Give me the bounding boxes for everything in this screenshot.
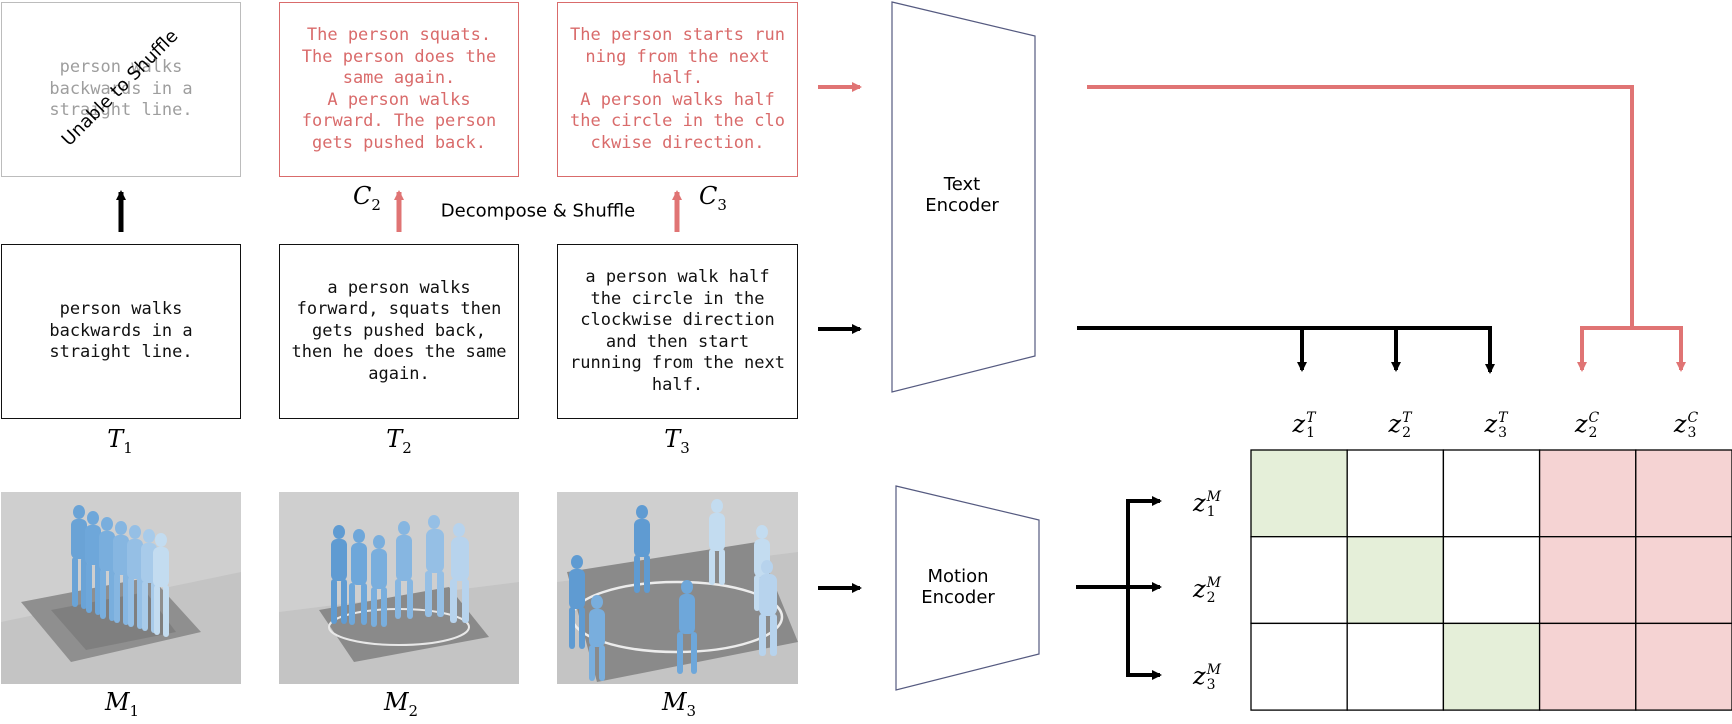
matrix-cell-z2M-z3T — [1442, 536, 1541, 625]
text-box-2-content: a person walks forward, squats then gets… — [291, 277, 507, 384]
matrix-cell-z3M-z2T — [1346, 622, 1445, 711]
shuffled-caption-text-2: The person squats. The person does the s… — [301, 25, 497, 153]
m3-label: M3 — [661, 688, 697, 720]
shuffled-caption-box-2: The person squats. The person does the s… — [279, 2, 519, 177]
matrix-cell-z1M-z3C — [1635, 449, 1732, 538]
text-box-2: a person walks forward, squats then gets… — [279, 244, 519, 419]
t2-label: T2 — [386, 425, 412, 457]
matrix-cell-z3M-z3C — [1635, 622, 1732, 711]
matrix-cell-z1M-z2T — [1346, 449, 1445, 538]
matrix-cell-z3M-z3T — [1442, 622, 1541, 711]
m1-label: M1 — [104, 688, 140, 720]
matrix-cell-z2M-z2T — [1346, 536, 1445, 625]
matrix-cell-z1M-z3T — [1442, 449, 1541, 538]
t3-label: T3 — [664, 425, 690, 457]
motion-scene-1 — [1, 492, 241, 684]
text-box-1-content: person walks backwards in a straight lin… — [49, 299, 193, 363]
decompose-shuffle-label: Decompose & Shuffle — [440, 200, 636, 222]
motion-render-2 — [279, 492, 519, 684]
motion-encoder-label: Motion Encoder — [921, 566, 995, 608]
c2-label: C2 — [353, 182, 381, 214]
motion-render-1 — [1, 492, 241, 684]
faded-caption-text-1: person walks backwards in a straight lin… — [49, 57, 193, 121]
c3-label: C3 — [699, 182, 727, 214]
matrix-cell-z2M-z1T — [1250, 536, 1348, 625]
similarity-matrix — [1250, 449, 1732, 711]
faded-caption-box-1: person walks backwards in a straight lin… — [1, 2, 241, 177]
motion-scene-2 — [279, 492, 519, 684]
text-encoder-shape — [891, 1, 1036, 393]
matrix-cell-z3M-z1T — [1250, 622, 1348, 711]
t1-label: T1 — [107, 425, 133, 457]
shuffled-caption-box-3: The person starts run ning from the next… — [557, 2, 798, 177]
matrix-cell-z1M-z2C — [1538, 449, 1637, 538]
m2-label: M2 — [383, 688, 419, 720]
text-box-1: person walks backwards in a straight lin… — [1, 244, 241, 419]
matrix-cell-z2M-z3C — [1635, 536, 1732, 625]
motion-render-3 — [557, 492, 798, 684]
text-box-3: a person walk half the circle in the clo… — [557, 244, 798, 419]
text-box-3-content: a person walk half the circle in the clo… — [570, 267, 785, 395]
motion-scene-3 — [557, 492, 798, 684]
motion-encoder-shape — [895, 485, 1040, 691]
shuffled-caption-text-3: The person starts run ning from the next… — [570, 25, 785, 153]
matrix-cell-z1M-z1T — [1250, 449, 1348, 538]
text-encoder-label: Text Encoder — [925, 174, 999, 216]
matrix-cell-z2M-z2C — [1538, 536, 1637, 625]
red-branch-path — [1087, 85, 1634, 328]
matrix-cell-z3M-z2C — [1538, 622, 1637, 711]
